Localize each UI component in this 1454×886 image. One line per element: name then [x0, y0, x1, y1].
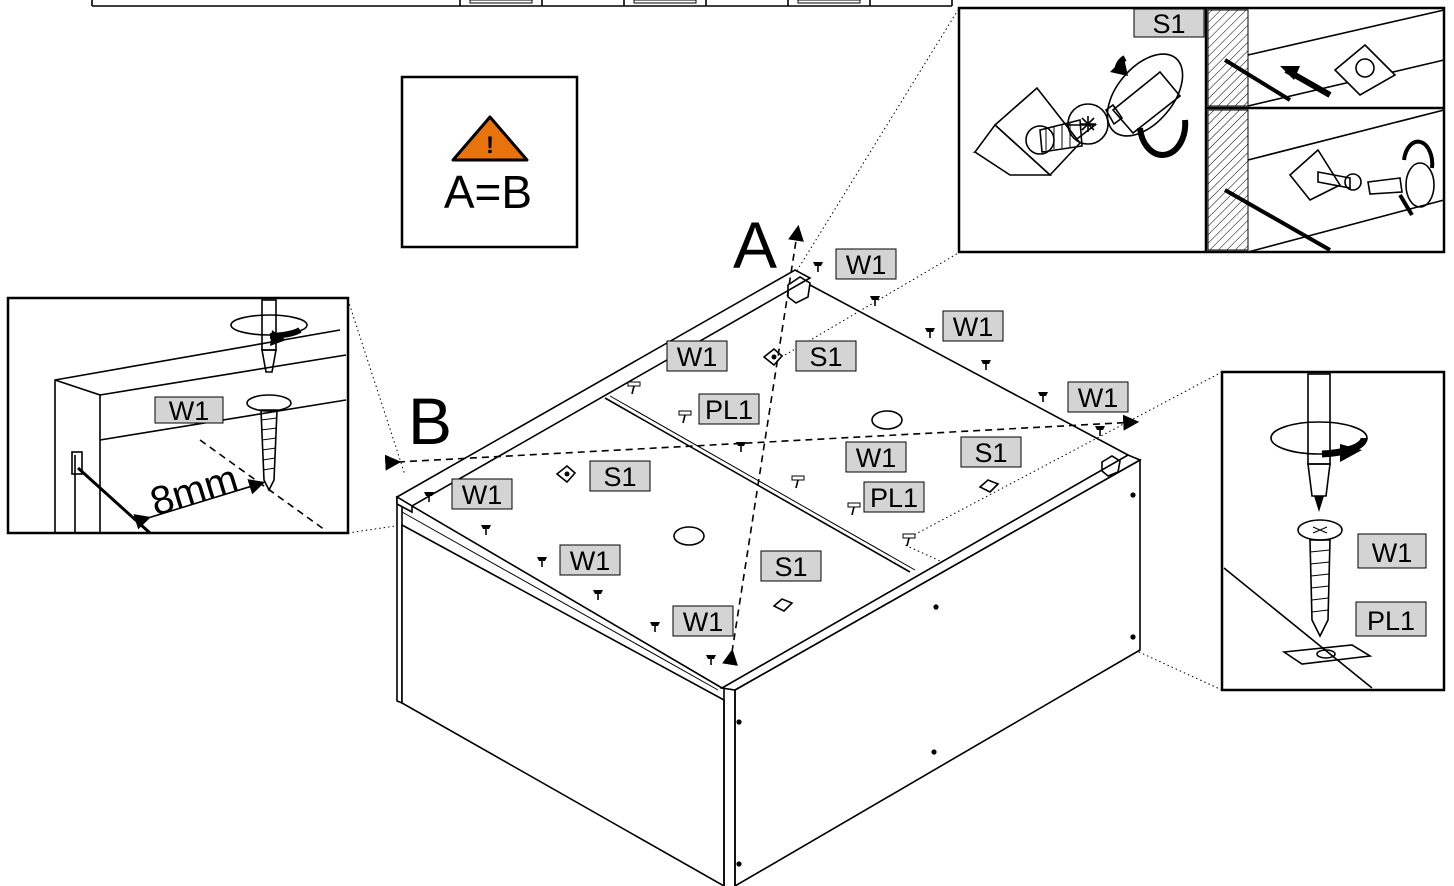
svg-text:W1: W1 — [570, 546, 611, 576]
screw-w1 — [650, 622, 660, 632]
label-w1: W1 — [559, 544, 621, 576]
screw-w1 — [593, 590, 603, 600]
screw-w1 — [870, 296, 880, 306]
bracket-s1 — [555, 464, 577, 484]
plate-pl1 — [627, 381, 641, 395]
screw-w1 — [537, 557, 547, 567]
screw-w1 — [706, 655, 716, 665]
screw-w1 — [981, 360, 991, 370]
svg-text:W1: W1 — [677, 342, 718, 372]
screw-w1 — [424, 492, 434, 502]
diagonal-a-label: A — [733, 208, 777, 282]
measure-arrow — [133, 479, 266, 530]
screw-w1 — [1038, 392, 1048, 402]
label-pl1: PL1 — [1355, 601, 1427, 637]
plate-pl1 — [847, 502, 861, 516]
cable-hole-left — [673, 526, 705, 546]
svg-text:W1: W1 — [856, 443, 897, 473]
label-s1: S1 — [589, 460, 651, 492]
svg-text:W1: W1 — [683, 607, 724, 637]
corner-bracket-detail: S1 — [957, 6, 1446, 254]
screw-icon — [1297, 519, 1343, 638]
svg-text:W1: W1 — [169, 396, 210, 426]
label-s1: S1 — [795, 340, 857, 372]
svg-text:W1: W1 — [462, 480, 503, 510]
warning-triangle-icon — [451, 115, 529, 162]
label-w1: W1 — [672, 605, 734, 637]
warning-equation: A=B — [444, 166, 532, 218]
warning-exclamation: ! — [486, 132, 494, 159]
label-w1: W1 — [835, 248, 897, 280]
label-w1: W1 — [845, 441, 907, 473]
svg-text:W1: W1 — [1372, 538, 1413, 568]
svg-text:S1: S1 — [1152, 9, 1185, 39]
svg-text:S1: S1 — [774, 552, 807, 582]
screwdriver-icon — [1270, 373, 1368, 512]
label-w1: W1 — [451, 478, 513, 510]
label-s1: S1 — [760, 550, 822, 582]
plate-pl1 — [902, 533, 916, 547]
label-w1: W1 — [1357, 533, 1427, 569]
plate-screw-detail: W1 PL1 — [1220, 370, 1446, 692]
plate-icon — [1281, 644, 1373, 665]
svg-text:W1: W1 — [1078, 383, 1119, 413]
main-part-labels: W1 W1 W1 S1 W1 PL1 S1 W1 S1 W1 PL1 W1 S1… — [451, 248, 1129, 637]
screw-w1 — [813, 262, 823, 272]
label-w1: W1 — [666, 340, 728, 372]
plate-pl1 — [678, 410, 692, 424]
svg-text:PL1: PL1 — [870, 483, 918, 513]
svg-text:PL1: PL1 — [705, 395, 753, 425]
bracket-s1 — [772, 598, 794, 612]
screw-icon — [230, 299, 308, 492]
label-s1: S1 — [1133, 8, 1205, 39]
cable-hole-right — [871, 410, 903, 430]
plate-pl1 — [791, 475, 805, 489]
front-panel — [401, 523, 725, 886]
diagonal-arrows: A B — [384, 208, 1140, 666]
screw-w1 — [481, 525, 491, 535]
svg-text:PL1: PL1 — [1367, 606, 1415, 636]
screw-w1 — [925, 328, 935, 338]
label-pl1: PL1 — [698, 393, 760, 425]
svg-text:S1: S1 — [809, 342, 842, 372]
label-pl1: PL1 — [863, 481, 925, 513]
parts-table-strip — [91, 0, 953, 7]
svg-text:S1: S1 — [974, 438, 1007, 468]
label-w1: W1 — [942, 310, 1004, 342]
right-side-panel — [734, 458, 1141, 886]
bracket-s1 — [978, 479, 1000, 493]
warning-box: ! A=B — [400, 75, 579, 249]
svg-text:W1: W1 — [846, 250, 887, 280]
screwdriver-icon — [1104, 53, 1189, 158]
svg-text:W1: W1 — [953, 312, 994, 342]
label-w1: W1 — [1067, 381, 1129, 413]
edge-screw-detail: W1 8mm — [6, 296, 350, 535]
svg-text:S1: S1 — [603, 462, 636, 492]
label-s1: S1 — [960, 436, 1022, 468]
label-w1: W1 — [154, 396, 224, 426]
screw-w1 — [1095, 426, 1105, 436]
diagonal-b-arrow — [384, 414, 1140, 471]
diagonal-b-label: B — [408, 384, 452, 458]
